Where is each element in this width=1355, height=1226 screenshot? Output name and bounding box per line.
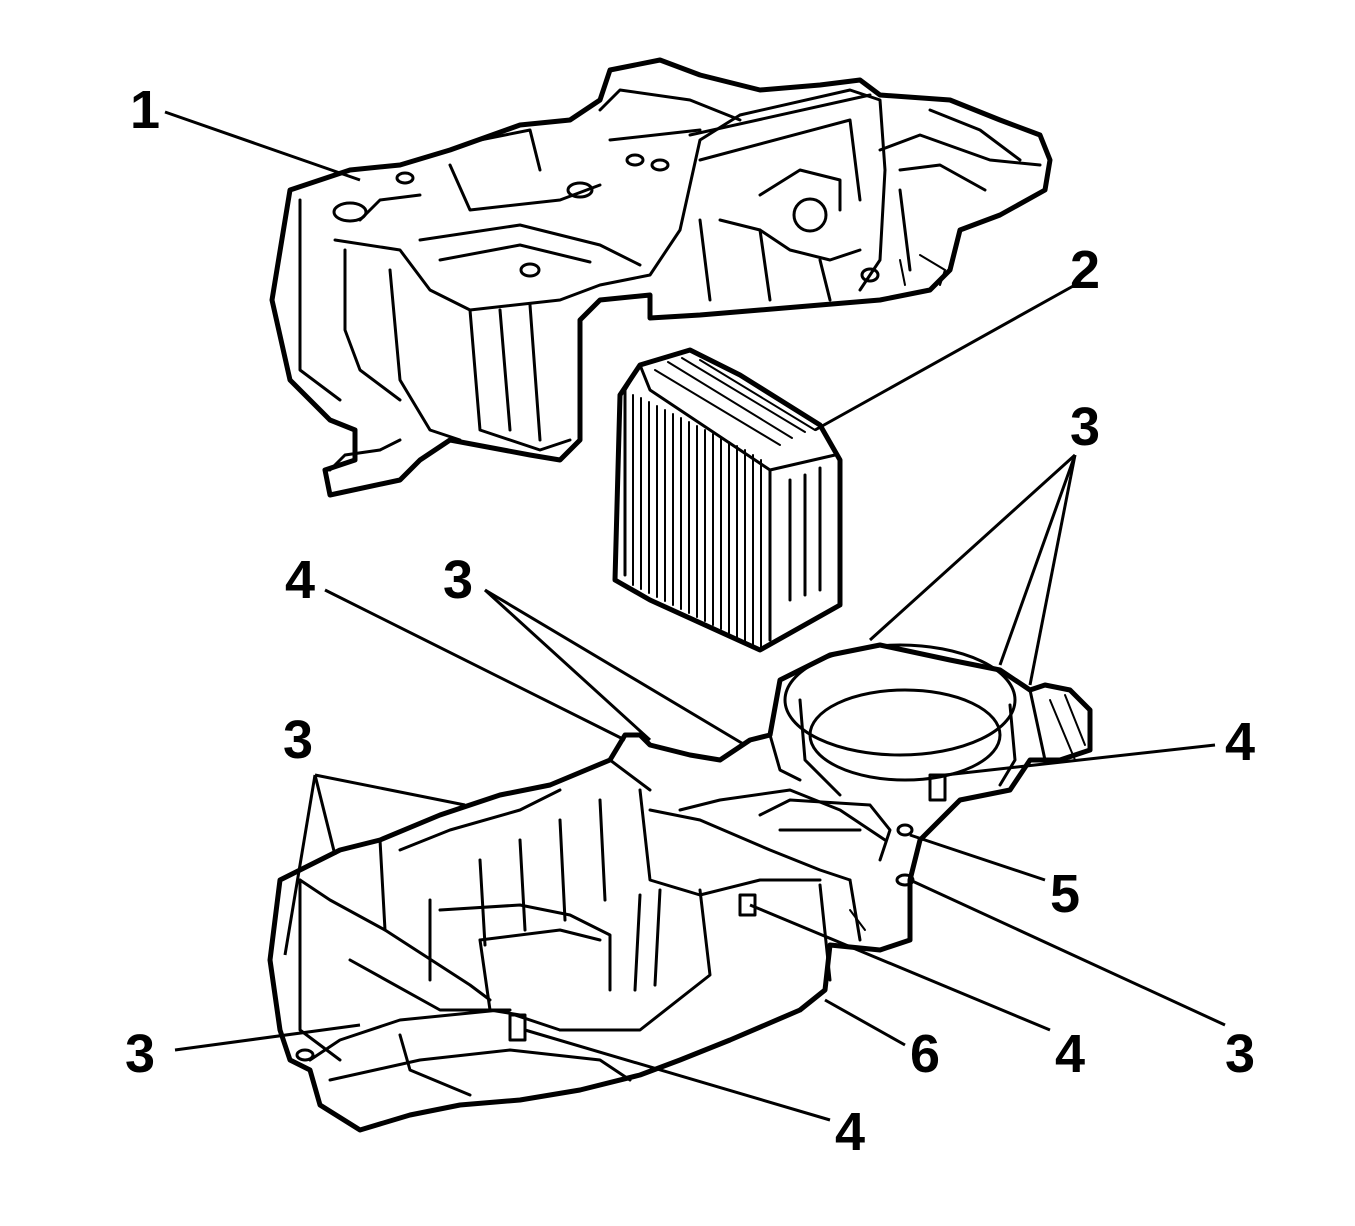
leader-4-left (324, 588, 626, 742)
callout-3-mid: 3 (443, 550, 473, 610)
leader-1 (164, 110, 361, 182)
leader-2 (814, 283, 1076, 432)
callout-2: 2 (1070, 240, 1100, 300)
leader-lines (164, 110, 1226, 1122)
leader-3-left-b (313, 774, 337, 856)
callout-6: 6 (910, 1024, 940, 1084)
callout-4-center: 4 (1055, 1024, 1085, 1084)
leader-3-lower-right (909, 878, 1226, 1027)
callout-labels: 1 2 3 3 3 3 3 4 4 4 4 5 6 (125, 80, 1255, 1162)
callout-4-right: 4 (1225, 712, 1255, 772)
lower-case-housing (267, 642, 1093, 1133)
leader-3-upper-right-c (1028, 454, 1077, 686)
leader-3-lower-left (174, 1023, 361, 1052)
leader-3-left-c (283, 774, 317, 956)
upper-case-housing (269, 57, 1053, 498)
evaporator-fins (632, 357, 816, 649)
callout-1: 1 (130, 80, 160, 140)
leader-3-mid-b (484, 588, 746, 747)
leader-5 (909, 833, 1046, 882)
callout-4-bottom: 4 (835, 1102, 865, 1162)
callout-3-left: 3 (283, 710, 313, 770)
leader-6 (824, 998, 906, 1047)
leader-4-bottom (524, 1028, 831, 1122)
evaporator-core (612, 347, 843, 653)
callout-4-left: 4 (285, 550, 315, 610)
leader-3-left-a (314, 773, 466, 807)
callout-3-lower-right: 3 (1225, 1024, 1255, 1084)
leader-4-center (749, 903, 1051, 1032)
leader-3-upper-right-b (998, 454, 1077, 666)
leader-3-upper-right-a (868, 453, 1077, 642)
callout-5: 5 (1050, 864, 1080, 924)
callout-3-lower-left: 3 (125, 1024, 155, 1084)
leader-4-right (944, 743, 1216, 777)
callout-3-upper-right: 3 (1070, 397, 1100, 457)
leader-3-mid-a (483, 588, 652, 742)
